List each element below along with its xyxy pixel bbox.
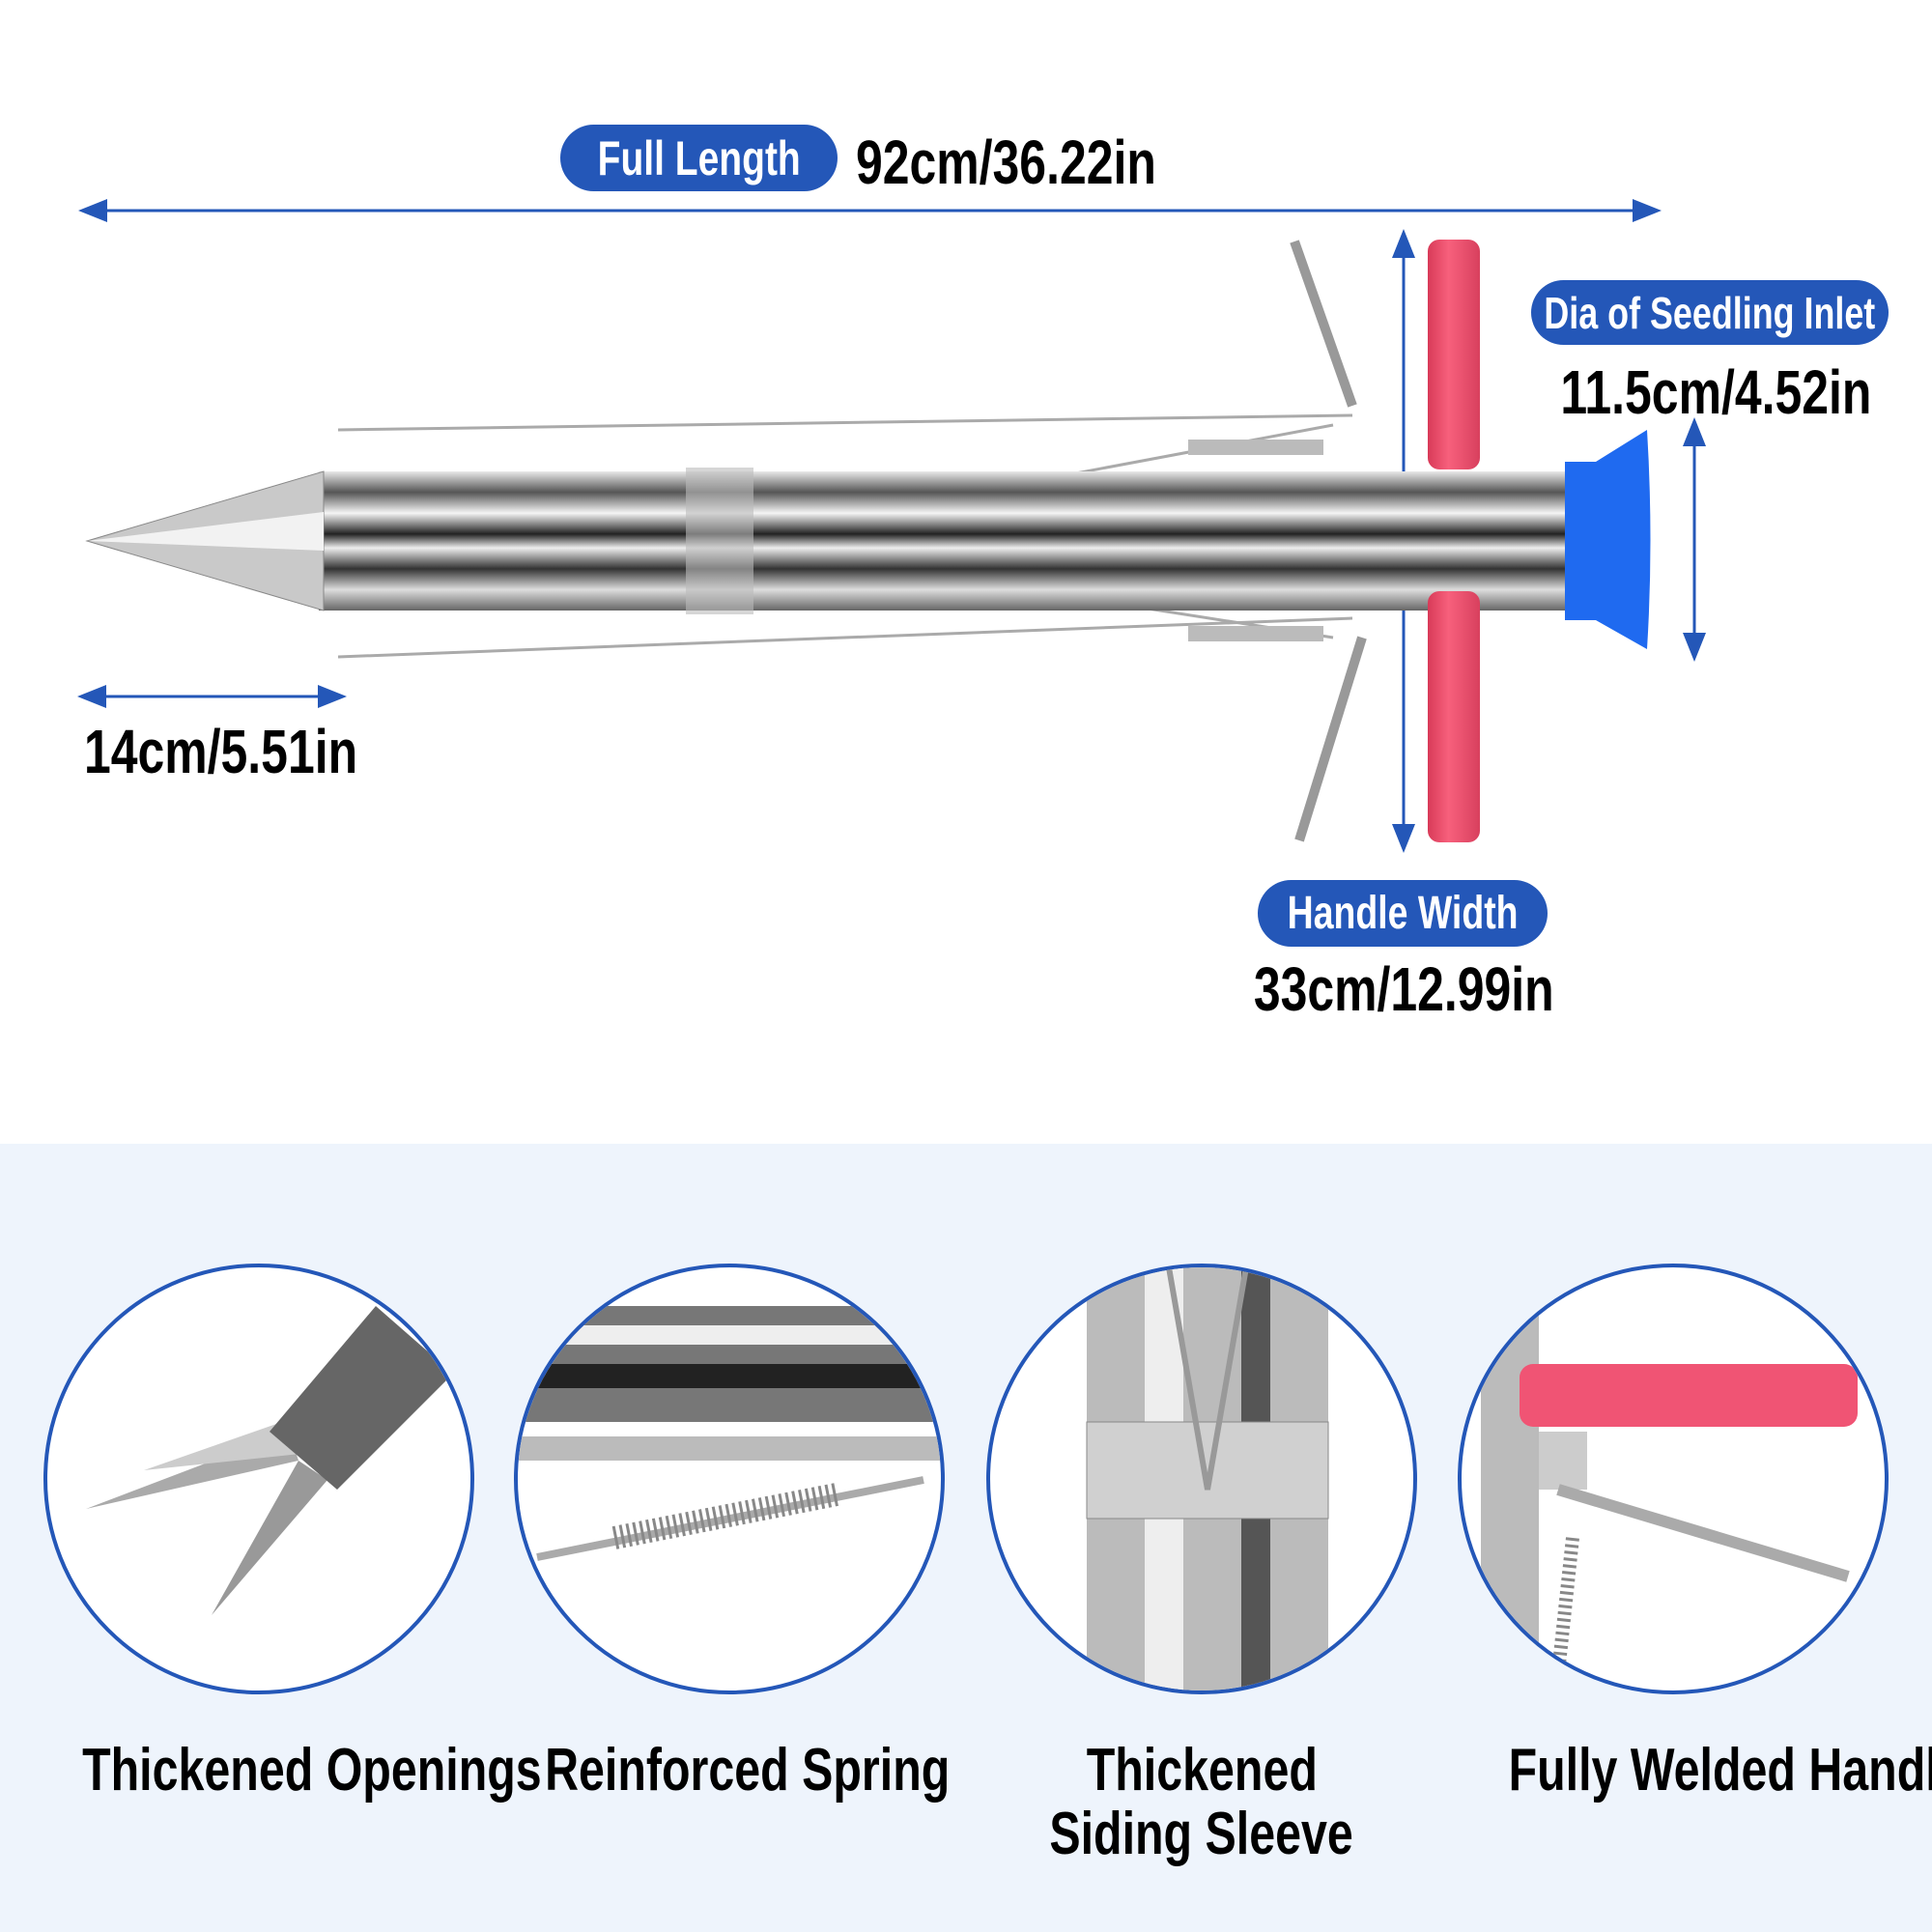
handle-width-label-text: Handle Width bbox=[1287, 888, 1519, 939]
tip-length-value: 14cm/5.51in bbox=[84, 721, 435, 782]
full-length-label-text: Full Length bbox=[597, 130, 801, 185]
handle-width-value-text: 33cm/12.99in bbox=[1253, 954, 1554, 1024]
feature-image-handle bbox=[1458, 1264, 1889, 1694]
full-length-value-text: 92cm/36.22in bbox=[856, 128, 1156, 197]
full-length-value: 92cm/36.22in bbox=[856, 131, 1241, 193]
feature-caption-text: Thickened Openings bbox=[82, 1737, 542, 1804]
product-diagram bbox=[77, 199, 1706, 853]
tip-length-value-text: 14cm/5.51in bbox=[84, 717, 358, 786]
feature-caption-spring: Reinforced Spring bbox=[488, 1739, 971, 1803]
feature-caption-text: Reinforced Spring bbox=[545, 1737, 951, 1804]
handle-grip-top bbox=[1428, 240, 1480, 469]
handle-grip-bottom bbox=[1428, 591, 1480, 842]
tube bbox=[319, 471, 1575, 611]
seedling-inlet-cap bbox=[1565, 430, 1651, 649]
spring-bottom bbox=[1188, 626, 1323, 641]
feature-image-openings bbox=[43, 1264, 474, 1694]
seedling-inlet-value: 11.5cm/4.52in bbox=[1517, 361, 1903, 423]
feature-caption-text: Thickened bbox=[1086, 1737, 1318, 1804]
feature-image-spring bbox=[514, 1264, 945, 1694]
seedling-inlet-label-text: Dia of Seedling Inlet bbox=[1544, 287, 1876, 338]
feature-caption-text: Fully Welded Handle bbox=[1508, 1737, 1932, 1804]
feature-caption-handle: Fully Welded Handle bbox=[1444, 1739, 1932, 1803]
feature-caption-text-line2: Siding Sleeve bbox=[1049, 1801, 1354, 1867]
feature-image-sleeve bbox=[986, 1264, 1417, 1694]
seedling-inlet-value-text: 11.5cm/4.52in bbox=[1560, 357, 1872, 427]
foot-pedals bbox=[1290, 240, 1367, 842]
spring-top bbox=[1188, 440, 1323, 455]
handle-width-value: 33cm/12.99in bbox=[1210, 958, 1597, 1020]
feature-caption-openings: Thickened Openings bbox=[17, 1739, 542, 1803]
handle-width-label: Handle Width bbox=[1258, 880, 1548, 947]
seedling-inlet-label: Dia of Seedling Inlet bbox=[1531, 280, 1889, 345]
full-length-label: Full Length bbox=[560, 125, 838, 191]
